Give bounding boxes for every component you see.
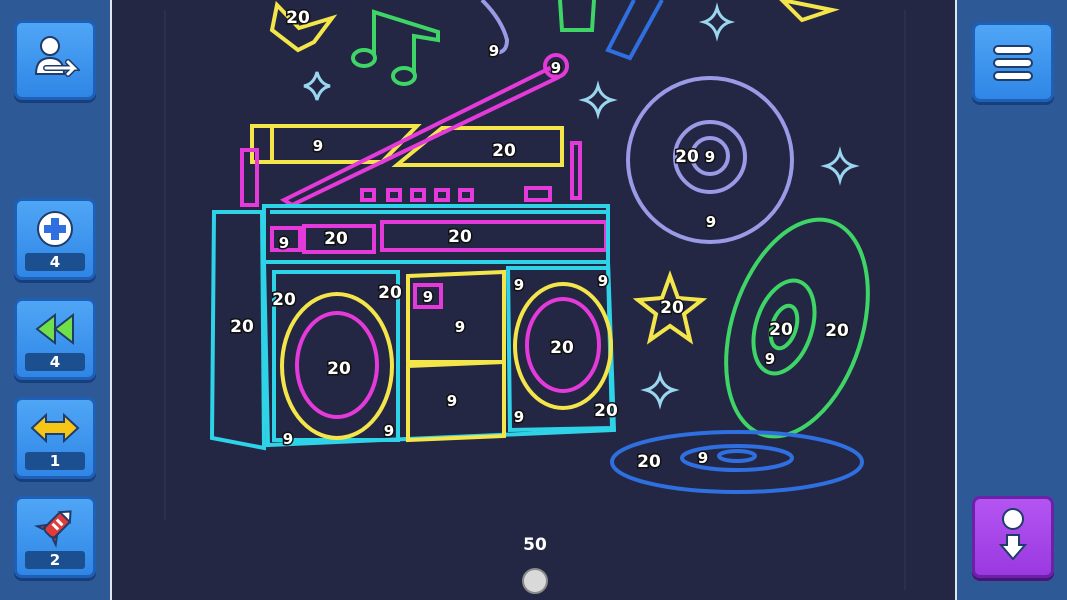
- block-value-label: 9: [279, 234, 289, 252]
- hint-count: 4: [25, 253, 85, 271]
- block-value-label: 9: [765, 350, 775, 368]
- block-value-label: 20: [327, 359, 351, 379]
- double-arrow-icon: [17, 406, 93, 450]
- block-value-label: 9: [706, 213, 716, 231]
- rocket-count: 2: [25, 551, 85, 569]
- shooter-ball[interactable]: [522, 568, 548, 594]
- boombox-antenna-magenta[interactable]: [240, 53, 608, 419]
- block-value-label: 20: [594, 401, 618, 421]
- rocket-icon: [17, 505, 93, 549]
- cd-shape-lavender[interactable]: [626, 76, 794, 244]
- menu-icon: [975, 41, 1051, 85]
- block-value-label: 9: [514, 276, 524, 294]
- music-note-shape[interactable]: [351, 9, 440, 86]
- star-shape-corner[interactable]: [779, 0, 840, 23]
- block-value-label: 9: [489, 42, 499, 60]
- swap-button[interactable]: 1: [14, 397, 96, 479]
- block-value-label: 9: [313, 137, 323, 155]
- block-value-label: 20: [378, 283, 402, 303]
- plus-circle-icon: [17, 207, 93, 251]
- block-value-label: 20: [675, 147, 699, 167]
- block-value-label: 20: [550, 338, 574, 358]
- rocket-button[interactable]: 2: [14, 496, 96, 578]
- block-value-label: 9: [705, 148, 715, 166]
- block-value-label: 20: [825, 321, 849, 341]
- block-value-label: 20: [492, 141, 516, 161]
- swap-count: 1: [25, 452, 85, 470]
- block-value-label: 20: [272, 290, 296, 310]
- profile-swap-icon: [17, 36, 93, 81]
- block-value-label: 20: [448, 227, 472, 247]
- record-shape-blue[interactable]: [610, 430, 864, 494]
- boombox-body-cyan[interactable]: [209, 204, 617, 451]
- menu-button[interactable]: [972, 22, 1054, 102]
- squiggle-shape[interactable]: [480, 0, 510, 55]
- blue-bar-shape[interactable]: [605, 0, 664, 61]
- block-value-label: 9: [514, 408, 524, 426]
- drop-down-icon: [975, 508, 1051, 561]
- block-value-label: 9: [698, 449, 708, 467]
- block-value-label: 9: [598, 272, 608, 290]
- star-shape-top[interactable]: [269, 0, 338, 53]
- green-bar-shape[interactable]: [558, 0, 596, 32]
- score-label: 50: [523, 535, 547, 555]
- block-value-label: 20: [769, 320, 793, 340]
- hint-button[interactable]: 4: [14, 198, 96, 280]
- block-value-label: 9: [551, 59, 561, 77]
- boombox-speakers-yellow[interactable]: [280, 269, 613, 443]
- block-value-label: 20: [230, 317, 254, 337]
- sparkles: [303, 2, 860, 410]
- block-value-label: 20: [324, 229, 348, 249]
- undo-count: 4: [25, 353, 85, 371]
- star-shape-mid[interactable]: [632, 270, 708, 345]
- undo-button[interactable]: 4: [14, 298, 96, 380]
- block-value-label: 9: [384, 422, 394, 440]
- block-value-label: 9: [423, 288, 433, 306]
- block-value-label: 20: [637, 452, 661, 472]
- drop-button[interactable]: [972, 496, 1054, 578]
- block-value-label: 9: [283, 430, 293, 448]
- profile-swap-button[interactable]: [14, 20, 96, 100]
- block-value-label: 20: [660, 298, 684, 318]
- block-value-label: 9: [447, 392, 457, 410]
- block-value-label: 20: [286, 8, 310, 28]
- rewind-icon: [17, 307, 93, 351]
- block-value-label: 9: [455, 318, 465, 336]
